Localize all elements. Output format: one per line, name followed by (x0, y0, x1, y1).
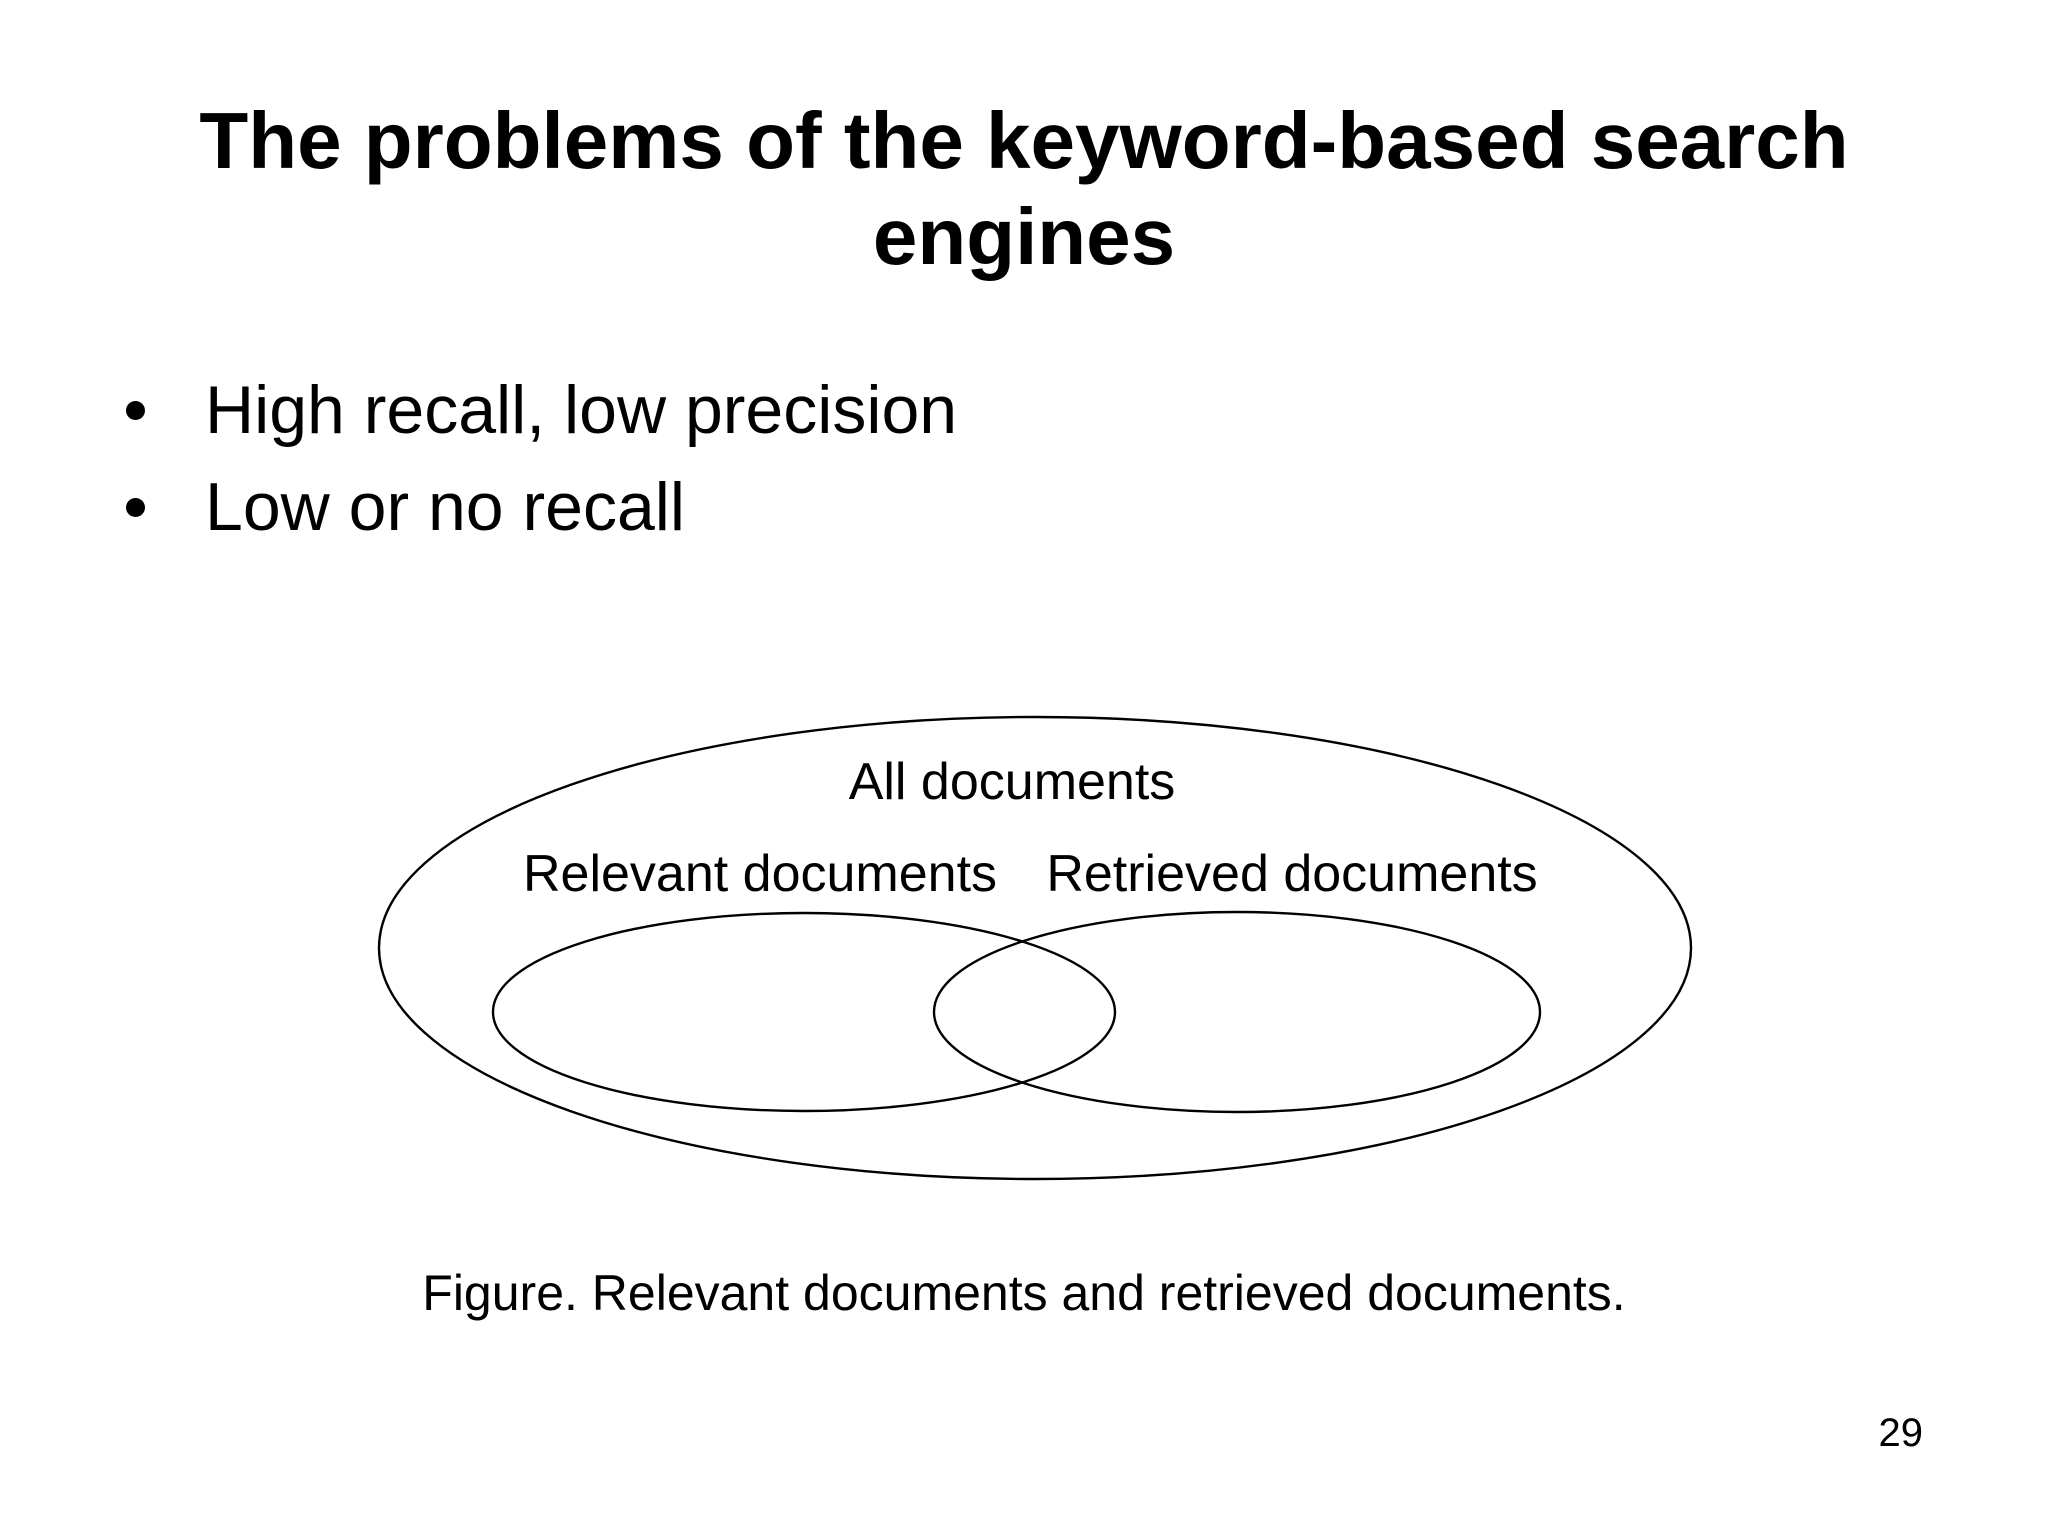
retrieved-documents-label: Retrieved documents (1046, 845, 1538, 903)
slide-title: The problems of the keyword-based search… (199, 96, 1849, 281)
relevant-documents-ellipse (491, 911, 1117, 1113)
page-number: 29 (1878, 1411, 1924, 1455)
figure-caption: Figure. Relevant documents and retrieved… (422, 1265, 1626, 1321)
relevant-documents-label: Relevant documents (522, 845, 998, 903)
all-documents-ellipse (377, 715, 1693, 1181)
bullet-marker-icon (126, 400, 145, 420)
retrieved-documents-ellipse (932, 910, 1542, 1114)
bullet-list: High recall, low precision Low or no rec… (126, 369, 957, 548)
bullet-item: High recall, low precision (126, 369, 957, 451)
bullet-item: Low or no recall (126, 466, 957, 548)
bullet-marker-icon (126, 497, 145, 517)
all-documents-label: All documents (848, 753, 1176, 811)
bullet-text: High recall, low precision (205, 372, 958, 448)
bullet-text: Low or no recall (205, 469, 686, 545)
